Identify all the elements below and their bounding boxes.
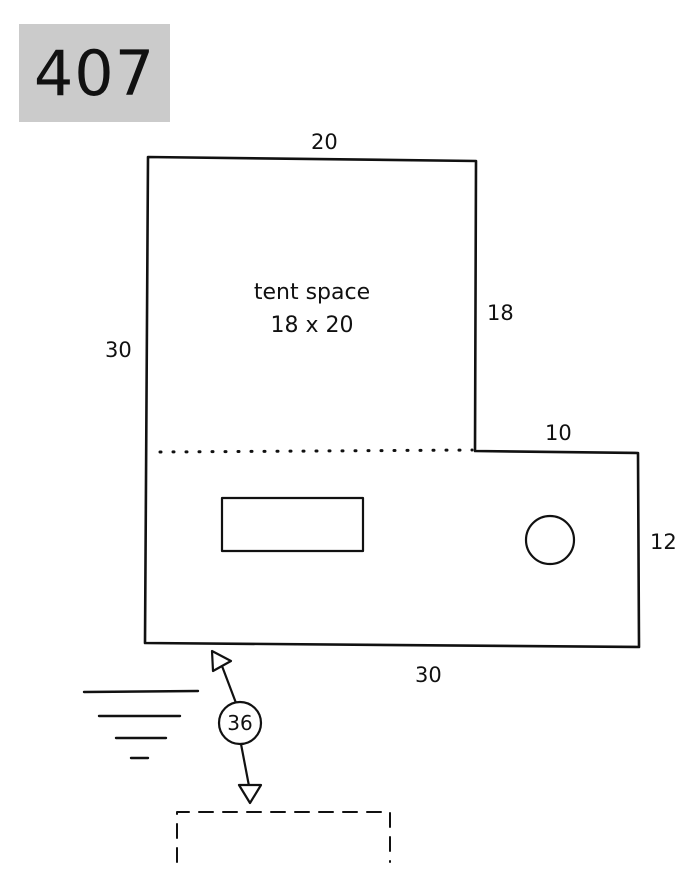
tent-space-size: 18 x 20 bbox=[270, 313, 354, 338]
dimension-tent-right-height: 18 bbox=[487, 301, 514, 325]
site-number: 407 bbox=[33, 36, 156, 110]
picnic-table-icon bbox=[220, 496, 365, 553]
parking-outline-icon bbox=[176, 811, 391, 863]
tent-space-label: tent space 18 x 20 bbox=[222, 276, 402, 342]
fire-ring-icon bbox=[524, 514, 576, 566]
dimension-step-width: 10 bbox=[545, 421, 572, 445]
dimension-bottom-width: 30 bbox=[415, 663, 442, 687]
distance-circle bbox=[217, 700, 263, 746]
dimension-pad-right-height: 12 bbox=[650, 530, 677, 554]
dimension-left-height: 30 bbox=[105, 338, 132, 362]
distance-to-parking: 36 bbox=[227, 711, 253, 735]
tent-space-title: tent space bbox=[253, 280, 371, 305]
site-number-badge: 407 bbox=[19, 24, 170, 122]
water-edge-icon bbox=[82, 689, 200, 760]
double-arrow-icon bbox=[210, 649, 263, 805]
dimension-top-width: 20 bbox=[311, 130, 338, 154]
tent-space-divider bbox=[158, 448, 474, 454]
site-boundary bbox=[143, 155, 641, 649]
